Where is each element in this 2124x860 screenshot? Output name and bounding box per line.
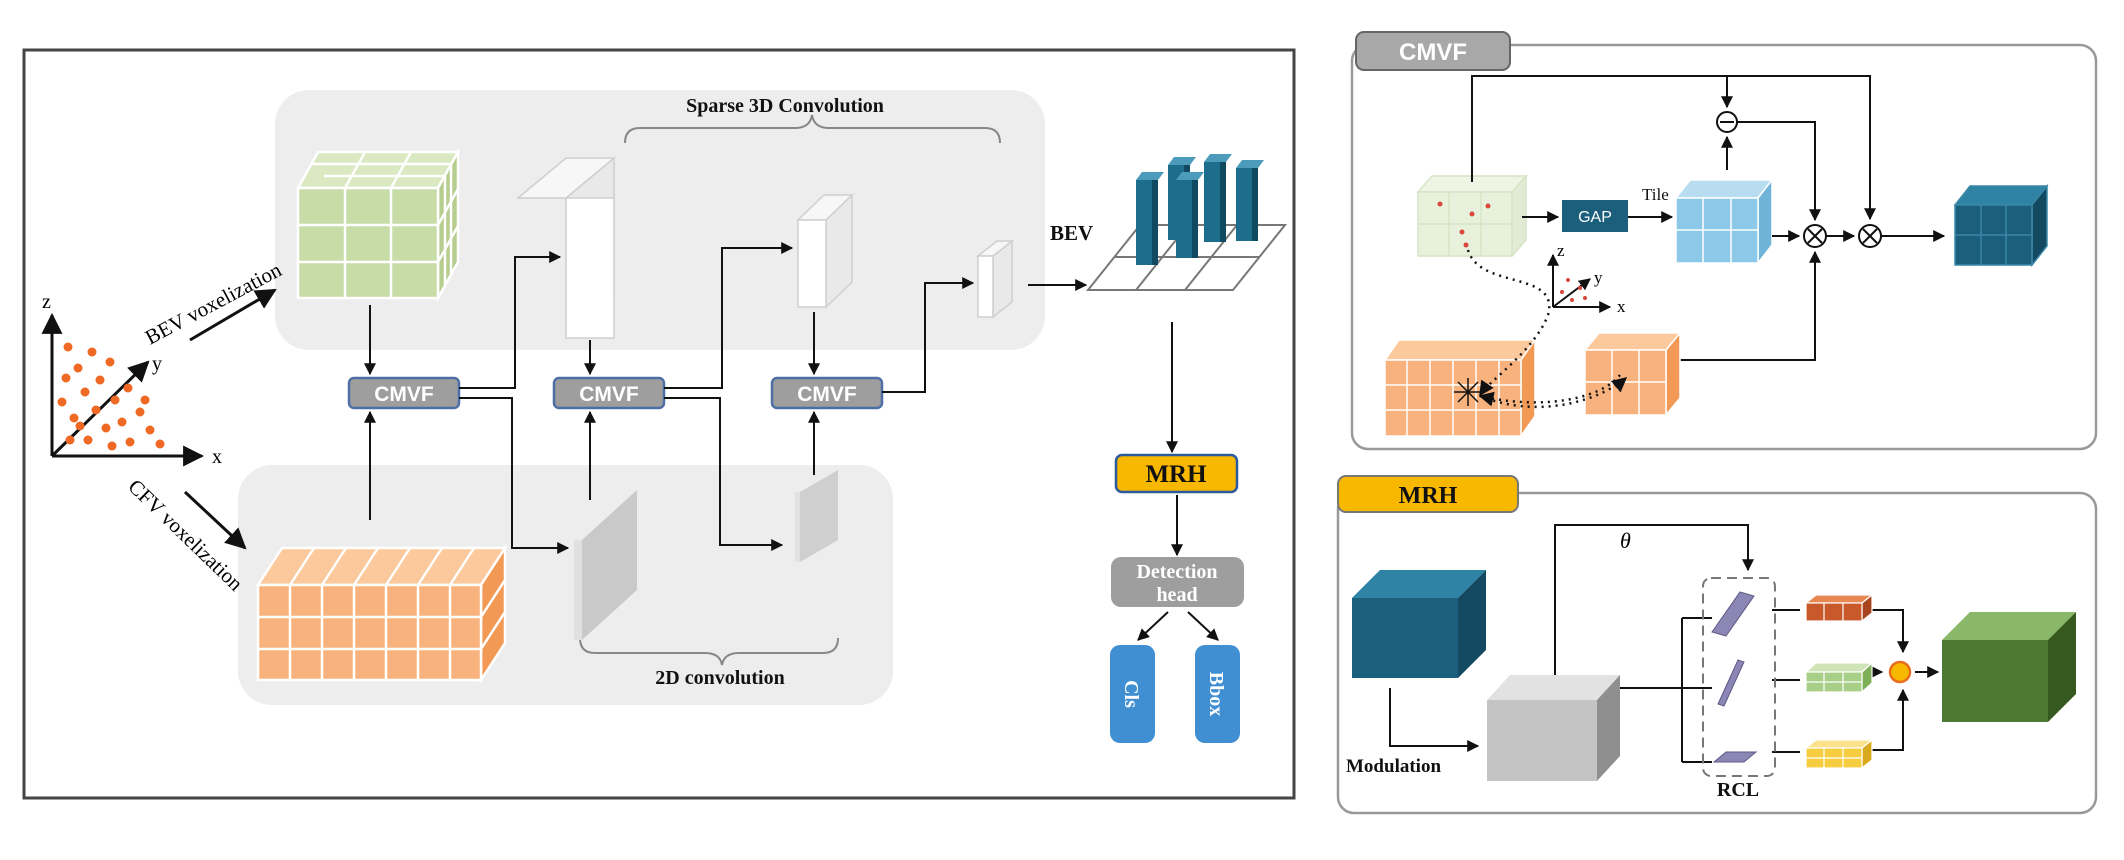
cls-output: Cls (1110, 645, 1155, 743)
bev-voxel-cube (295, 147, 461, 303)
svg-text:Bbox: Bbox (1205, 672, 1227, 716)
cmvf-blue-cube (1674, 177, 1774, 266)
to-cls-arrow (1137, 611, 1169, 641)
axis-y-label: y (152, 353, 162, 375)
svg-text:CMVF: CMVF (1399, 39, 1467, 66)
cmvf-connections (1471, 75, 1946, 361)
svg-text:Detection: Detection (1136, 561, 1217, 583)
mrh-input-cube (1352, 570, 1486, 678)
conv2d-block-2 (795, 470, 838, 562)
svg-text:x: x (1617, 297, 1626, 316)
multiply-operator-1 (1803, 224, 1827, 248)
cmvf-green-cube (1416, 174, 1528, 258)
conv2d-label: 2D convolution (655, 667, 784, 689)
cmvf-output-cube (1953, 183, 2049, 268)
cmvf-panel-title: CMVF (1355, 31, 1511, 71)
sparse-region (275, 90, 1045, 350)
rcl-output-orange (1804, 593, 1874, 623)
rcl-output-green (1804, 661, 1874, 694)
gap-box: GAP (1562, 200, 1628, 232)
bev-label: BEV (1050, 221, 1093, 245)
rcl-output-yellow (1804, 738, 1874, 770)
mrh-connections (1554, 524, 1940, 763)
detection-head-box: Detection head (1111, 557, 1244, 607)
to-bbox-arrow (1187, 611, 1219, 641)
minus-operator (1716, 111, 1738, 133)
rcl-kernels (1711, 591, 1758, 763)
cmvf-orange-cube-small (1583, 330, 1682, 418)
bbox-output: Bbox (1195, 645, 1240, 743)
sparse-conv-block-3 (975, 239, 1015, 319)
svg-text:y: y (1594, 268, 1603, 287)
fusion-node (1888, 660, 1912, 684)
svg-text:GAP: GAP (1578, 209, 1612, 226)
theta-label: θ (1620, 528, 1631, 553)
cmvf-box-1: CMVF (347, 376, 461, 410)
main-connections (364, 242, 1183, 557)
sparse-brace (624, 114, 1001, 144)
sparse-conv-label: Sparse 3D Convolution (686, 95, 884, 117)
mrh-box: MRH (1114, 453, 1239, 494)
sparse-conv-block-1 (515, 156, 617, 340)
cfv-voxel-block (255, 543, 508, 685)
mrh-panel-title: MRH (1337, 475, 1519, 513)
cmvf-box-3: CMVF (770, 376, 884, 410)
svg-text:Cls: Cls (1120, 680, 1142, 708)
svg-text:CMVF: CMVF (374, 383, 434, 406)
conv2d-brace (579, 637, 839, 666)
cfv-voxelization-arrow (183, 490, 247, 550)
svg-text:MRH: MRH (1145, 461, 1207, 488)
tile-label: Tile (1642, 185, 1669, 204)
bev-feature-map (1085, 154, 1288, 291)
svg-text:head: head (1156, 584, 1197, 606)
svg-text:CMVF: CMVF (797, 383, 857, 406)
modulation-arrow (1389, 688, 1480, 752)
multiply-operator-2 (1858, 224, 1882, 248)
point-cloud: z y x (41, 291, 222, 468)
mrh-output-cube (1942, 612, 2076, 722)
conv2d-block-1 (574, 490, 637, 640)
sparse-conv-block-2 (796, 193, 854, 309)
svg-text:MRH: MRH (1399, 483, 1458, 509)
axis-z-label: z (42, 291, 51, 313)
modulation-label: Modulation (1346, 756, 1441, 777)
svg-text:z: z (1557, 241, 1565, 260)
axis-x-label: x (212, 446, 222, 468)
cmvf-projection-star (1454, 378, 1482, 406)
cmvf-orange-block (1383, 337, 1537, 439)
cmvf-dotted-paths (1466, 249, 1628, 409)
bev-voxelization-arrow (189, 288, 277, 342)
cmvf-green-points (1437, 201, 1491, 248)
svg-text:CMVF: CMVF (579, 383, 639, 406)
mrh-modulated-cube (1487, 675, 1620, 781)
rcl-dashed-box (1702, 577, 1776, 777)
cmvf-box-2: CMVF (552, 376, 666, 410)
cmvf-axes: z y x (1547, 241, 1626, 316)
rcl-label: RCL (1717, 779, 1759, 801)
